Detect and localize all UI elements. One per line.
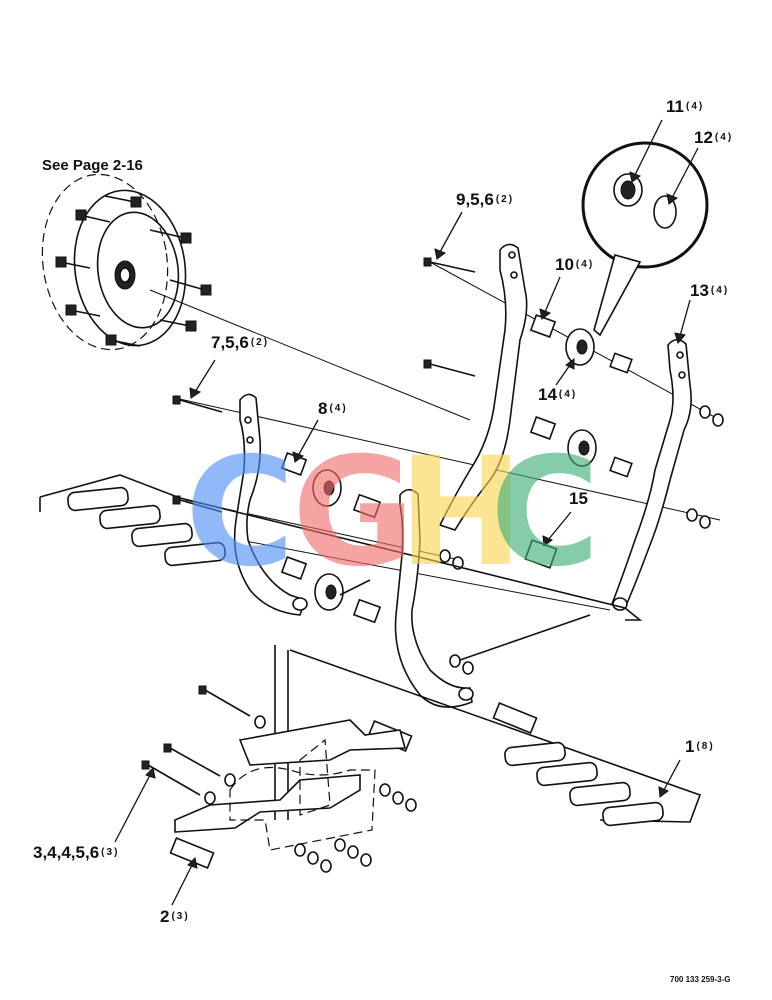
tine-bar-upper <box>39 474 643 621</box>
tine-bar-lower <box>289 649 702 827</box>
callout-qty: (4) <box>558 389 578 400</box>
callout-8: 8(4) <box>318 399 348 419</box>
callout-15: 15 <box>569 489 590 509</box>
callout-qty: (4) <box>575 259 595 270</box>
rollers <box>312 328 597 611</box>
callout-number: 1 <box>685 737 695 756</box>
callout-14: 14(4) <box>538 385 577 405</box>
detail-circle <box>581 141 709 337</box>
watermark-letter-g: G <box>292 426 416 600</box>
mounting-bracket <box>174 719 407 851</box>
callout-number: 2 <box>160 907 170 926</box>
callout-13: 13(4) <box>690 281 729 301</box>
callout-number: 13 <box>690 281 709 300</box>
callout-11: 11(4) <box>666 97 704 117</box>
leader-lines <box>114 119 699 906</box>
callout-9-5-6: 9,5,6(2) <box>456 190 514 210</box>
callout-number: 12 <box>694 128 713 147</box>
callout-qty: (4) <box>329 403 348 414</box>
callout-2: 2(3) <box>160 907 190 927</box>
arm-center <box>394 488 473 708</box>
callout-qty: (2) <box>495 194 515 205</box>
callout-number: 9,5,6 <box>456 190 494 209</box>
callout-qty: (2) <box>250 337 270 348</box>
figure-code: 700 133 259-3-G <box>670 975 731 984</box>
callout-qty: (3) <box>171 911 190 922</box>
callout-qty: (4) <box>685 101 705 112</box>
callout-number: 3,4,4,5,6 <box>33 843 100 862</box>
arm-9 <box>438 243 528 531</box>
arm-7 <box>233 393 307 616</box>
callout-qty: (4) <box>714 132 734 143</box>
watermark-letter-h: H <box>398 426 524 600</box>
arm-13 <box>610 338 692 609</box>
callout-number: 14 <box>538 385 557 404</box>
hub-assembly <box>41 173 212 351</box>
callout-7-5-6: 7,5,6(2) <box>211 333 269 353</box>
callout-qty: (3) <box>101 847 120 858</box>
callout-qty: (4) <box>710 285 730 296</box>
watermark-letter-c2: C <box>490 426 601 600</box>
watermark-letter-c1: C <box>185 426 296 600</box>
callout-number: 15 <box>569 489 588 508</box>
callout-number: 7,5,6 <box>211 333 249 352</box>
callout-number: 11 <box>666 97 684 116</box>
callout-number: 8 <box>318 399 328 418</box>
callout-1: 1(8) <box>685 737 715 757</box>
callout-qty: (8) <box>696 741 715 752</box>
callout-3-4-4-5-6: 3,4,4,5,6(3) <box>33 843 119 863</box>
callout-10: 10(4) <box>555 255 594 275</box>
callout-12: 12(4) <box>694 128 733 148</box>
see-page-label: See Page 2-16 <box>42 157 143 174</box>
callout-number: 10 <box>555 255 574 274</box>
nuts-washers <box>204 405 724 873</box>
